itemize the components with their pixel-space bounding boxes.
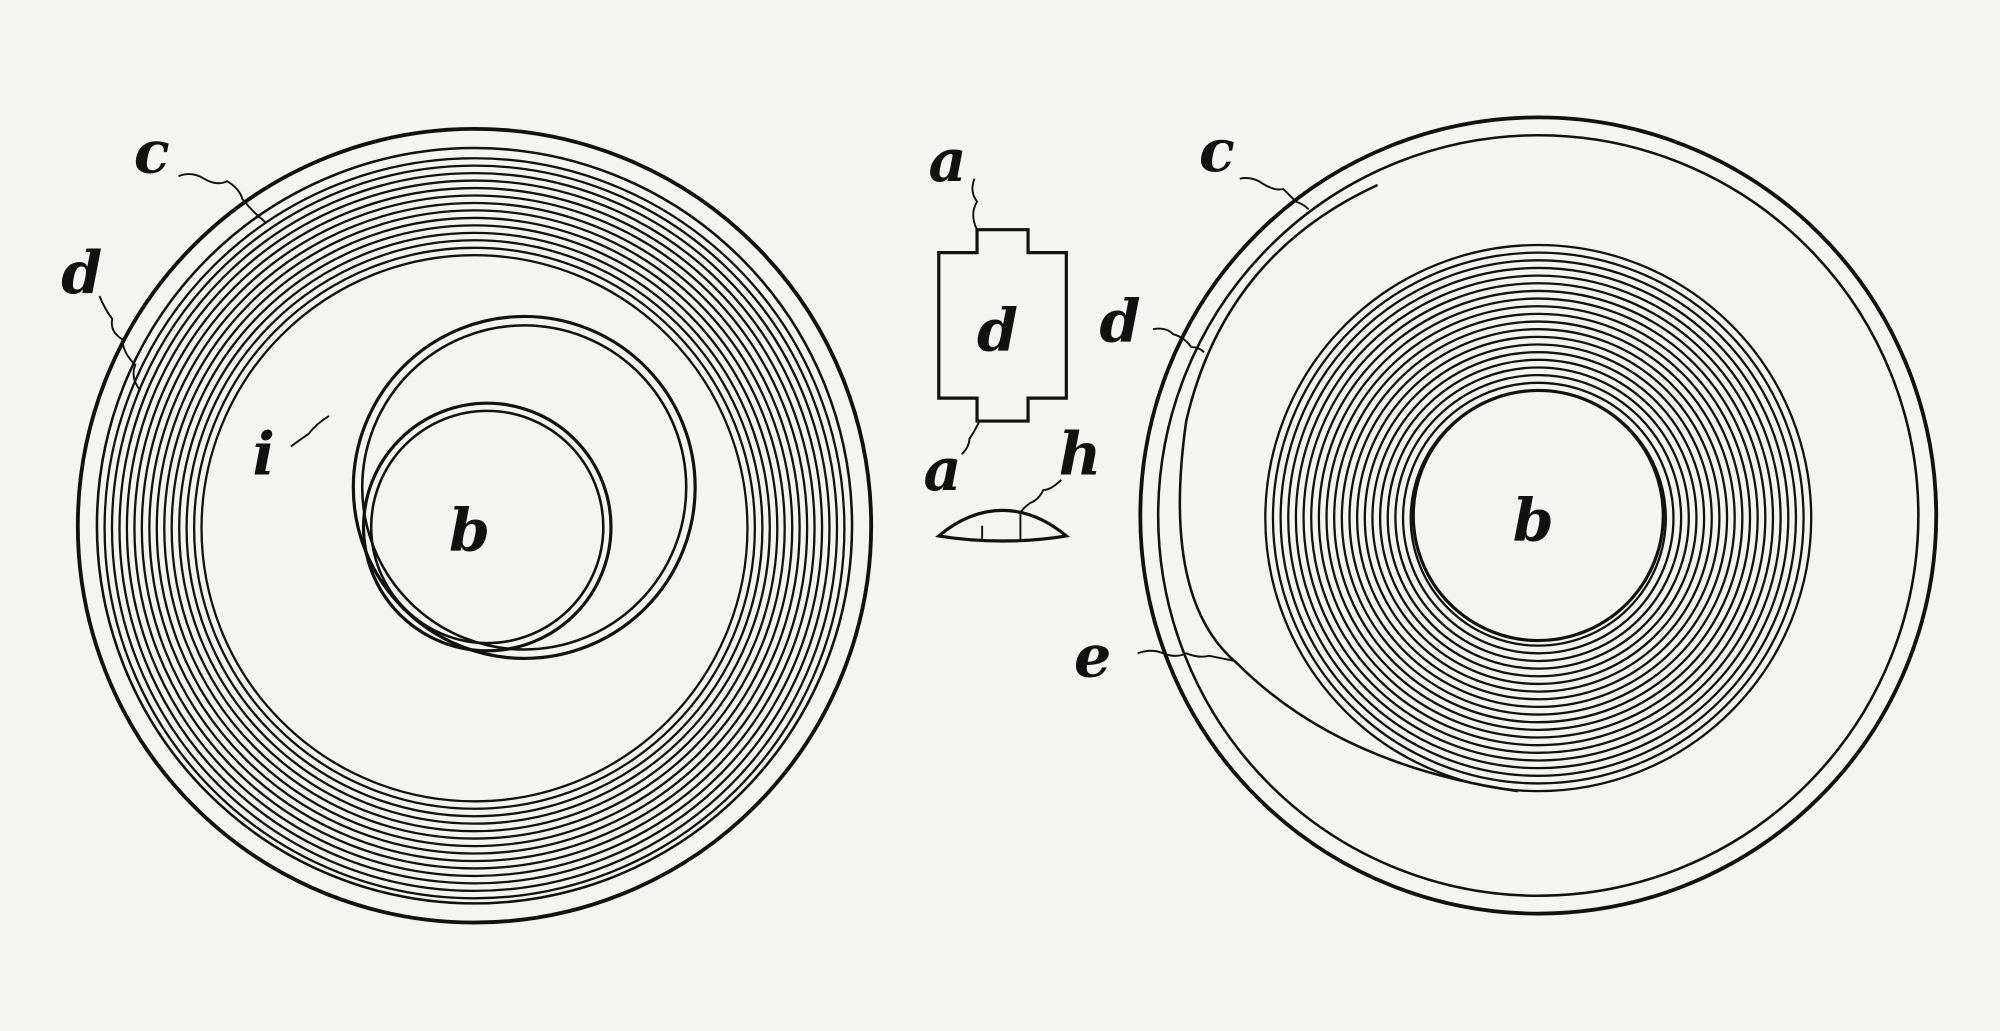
hook-piece-h-marks [981, 512, 1022, 542]
label-c-right: c [1199, 116, 1235, 185]
label-i-left: i [253, 420, 275, 489]
spring-coil [1287, 266, 1790, 770]
leader-line-c-left [178, 173, 266, 223]
spring-coil [1271, 251, 1805, 785]
left-spring-coils [103, 157, 846, 900]
spring-coil [1401, 381, 1675, 655]
label-a-bottom: a [923, 435, 961, 504]
label-b-left: b [449, 496, 490, 565]
right-barrel: c d e b [1074, 115, 1939, 916]
leader-line-a-top [971, 178, 979, 231]
leader-line-h [1019, 479, 1062, 514]
spring-coil [192, 246, 756, 810]
spring-coil [1394, 373, 1683, 663]
spring-end-detail: a d a h [923, 126, 1102, 543]
spring-coil [178, 231, 771, 825]
leader-line-d-right [1152, 327, 1205, 353]
label-e-right: e [1074, 621, 1111, 690]
spring-coil [170, 224, 779, 833]
label-d-mid: d [977, 296, 1018, 365]
label-c-left: c [134, 117, 170, 186]
left-barrel: c d i b [61, 117, 874, 925]
spring-coil [1302, 282, 1775, 754]
spring-coil [1279, 259, 1798, 777]
hook-piece-h [935, 508, 1071, 543]
right-barrel-outer-wall [1138, 115, 1939, 916]
spring-coil [1355, 335, 1721, 701]
spring-coil [1325, 305, 1752, 732]
spring-coil [110, 164, 839, 893]
spring-coil [1340, 320, 1736, 716]
spring-coil [1310, 289, 1767, 747]
left-barrel-outer-wall [75, 126, 874, 925]
leader-line-i-left [290, 415, 330, 448]
leader-line-c-right [1239, 177, 1310, 210]
spring-coil [1333, 312, 1744, 724]
left-ring-i-inner [360, 324, 688, 651]
label-h: h [1059, 420, 1102, 489]
right-spring-outer-end [1178, 183, 1519, 793]
left-barrel-inner-wall [95, 146, 854, 905]
leader-line-d-left [98, 295, 142, 392]
spring-coil [1317, 297, 1759, 739]
left-ring-i-outer [351, 314, 697, 661]
label-a-top: a [929, 126, 967, 195]
spring-coil [118, 172, 831, 885]
spring-coil [140, 194, 809, 863]
spring-coil [163, 216, 786, 840]
right-barrel-inner-wall [1156, 133, 1920, 898]
spring-coil [125, 179, 824, 878]
label-d-right: d [1099, 287, 1140, 356]
spring-coil [1348, 328, 1729, 709]
leader-line-e-right [1137, 649, 1235, 662]
spring-coil [103, 157, 846, 900]
spring-coil [1386, 366, 1690, 670]
right-spring-coils [1264, 243, 1813, 793]
label-d-left: d [61, 238, 102, 307]
spring-coil [155, 209, 794, 848]
spring-coil [133, 186, 816, 870]
spring-coil [1378, 358, 1698, 678]
spring-coil [1264, 243, 1813, 793]
right-arbor [1411, 388, 1665, 643]
spring-coil [148, 201, 801, 855]
spring-coil [1363, 343, 1713, 693]
left-arbor-inner [369, 409, 605, 645]
left-arbor-outer [361, 401, 613, 653]
spring-coil [1371, 351, 1706, 686]
spring-coil [200, 254, 749, 803]
leader-line-a-bottom [961, 420, 981, 455]
spring-coil [1294, 274, 1782, 762]
spring-coil [185, 239, 764, 818]
label-b-right: b [1513, 486, 1554, 555]
